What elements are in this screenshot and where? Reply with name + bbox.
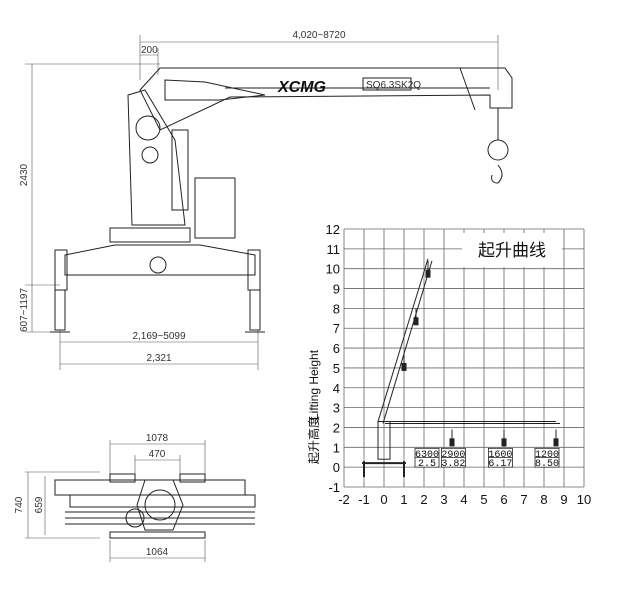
radius-value: 8.50 <box>535 459 559 470</box>
x-tick-label: 8 <box>540 492 547 507</box>
y-tick-label: 10 <box>326 262 340 277</box>
x-tick-label: -1 <box>358 492 370 507</box>
dim-depth: 740 <box>14 496 25 513</box>
y-tick-label: 4 <box>333 381 340 396</box>
hook-point <box>413 317 419 326</box>
y-tick-label: 8 <box>333 301 340 316</box>
y-label-en: Lifting Height <box>307 349 321 420</box>
load-value: 1600 <box>488 450 512 461</box>
y-tick-label: 0 <box>333 460 340 475</box>
radius-value: 6.17 <box>488 459 512 470</box>
y-tick-label: 2 <box>333 420 340 435</box>
y-tick-label: 11 <box>327 242 341 257</box>
y-tick-label: 12 <box>326 222 340 237</box>
radius-value: 3.82 <box>441 459 465 470</box>
x-tick-label: 0 <box>380 492 387 507</box>
dim-outrigger-height: 607~1197 <box>19 288 30 332</box>
hook-point <box>553 438 559 447</box>
y-tick-label: 1 <box>333 440 340 455</box>
x-tick-label: 3 <box>440 492 447 507</box>
dim-height: 2430 <box>19 163 30 186</box>
y-tick-label: 9 <box>333 282 340 297</box>
dim-inner-depth: 659 <box>34 496 45 513</box>
hook-point <box>449 438 455 447</box>
x-tick-label: 5 <box>480 492 487 507</box>
load-value: 1200 <box>535 450 559 461</box>
dim-offset: 200 <box>141 45 158 56</box>
xcmg-logo: XCMG <box>277 79 326 96</box>
crane-column <box>377 421 391 460</box>
load-value: 6300 <box>415 450 439 461</box>
dim-bottom-width: 1064 <box>146 547 169 558</box>
dim-base-width: 2,321 <box>146 353 171 364</box>
side-view: 4,020~8720 200 2430 607~1197 2,169~5099 … <box>19 30 513 370</box>
model-label: SQ6.3SK2Q <box>366 80 421 91</box>
x-tick-label: 9 <box>560 492 567 507</box>
y-tick-label: 3 <box>333 401 340 416</box>
y-tick-label: -1 <box>328 480 340 495</box>
chart-title: 起升曲线 <box>478 241 546 261</box>
x-tick-label: 6 <box>500 492 507 507</box>
x-tick-label: 4 <box>460 492 467 507</box>
x-tick-label: 2 <box>420 492 427 507</box>
y-tick-label: 7 <box>333 321 340 336</box>
hook-point <box>401 362 407 371</box>
top-view: 1078 470 740 659 1064 <box>14 433 256 562</box>
dim-outrigger-span: 2,169~5099 <box>132 331 186 342</box>
y-label-cn: 起升高度 <box>306 416 321 464</box>
x-tick-label: 1 <box>400 492 407 507</box>
raised-boom-line <box>377 258 429 422</box>
load-value: 2900 <box>441 450 465 461</box>
dim-inner-width: 470 <box>149 449 166 460</box>
x-tick-label: 7 <box>520 492 527 507</box>
dim-total-length: 4,020~8720 <box>292 30 346 41</box>
x-tick-label: 10 <box>577 492 591 507</box>
raised-boom-line <box>382 260 433 424</box>
radius-value: 2.5 <box>418 459 436 470</box>
dim-top-width: 1078 <box>146 433 169 444</box>
x-tick-label: -2 <box>338 492 350 507</box>
y-tick-label: 5 <box>333 361 340 376</box>
hook-block <box>487 139 509 161</box>
y-tick-label: 6 <box>333 341 340 356</box>
hook-point <box>425 269 431 278</box>
hook-point <box>501 438 507 447</box>
